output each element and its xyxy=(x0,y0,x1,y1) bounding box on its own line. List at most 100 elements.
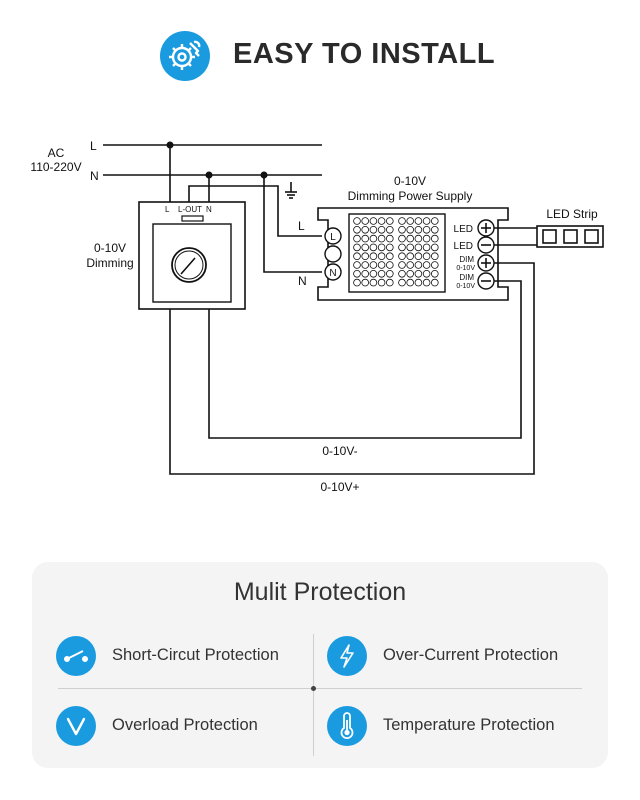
lightning-icon xyxy=(327,636,367,676)
psu-dim-minus-range: 0-10V xyxy=(456,283,475,290)
vent-hole xyxy=(353,278,361,287)
vent-hole xyxy=(361,226,370,234)
vent-hole xyxy=(369,234,378,243)
ac-label: AC xyxy=(48,146,65,160)
check-v-icon xyxy=(56,706,96,746)
vent-hole xyxy=(430,217,439,225)
vent-hole xyxy=(422,278,431,287)
vent-hole xyxy=(406,226,415,234)
vent-hole xyxy=(385,243,394,252)
vent-hole xyxy=(406,243,415,252)
vent-hole xyxy=(422,252,431,261)
protection-title: Mulit Protection xyxy=(233,578,407,606)
vent-hole xyxy=(369,243,378,252)
vent-hole xyxy=(406,252,415,261)
vent-hole xyxy=(406,261,415,269)
vent-hole xyxy=(414,217,423,225)
vent-hole xyxy=(369,269,378,278)
vent-hole xyxy=(406,278,415,287)
vent-hole xyxy=(422,243,431,252)
vent-hole xyxy=(422,234,431,243)
vent-hole xyxy=(430,252,439,261)
vent-hole xyxy=(430,243,439,252)
vent-hole xyxy=(398,234,406,243)
vent-hole xyxy=(353,217,361,225)
psu-dim-plus-range: 0-10V xyxy=(456,265,475,272)
vent-hole xyxy=(414,243,423,252)
dimmer-label-2: Dimming xyxy=(86,256,133,270)
switch-icon xyxy=(56,636,96,676)
vent-hole xyxy=(361,243,370,252)
vent-hole xyxy=(422,226,431,234)
divider xyxy=(313,634,314,756)
vent-hole xyxy=(361,278,370,287)
vent-hole xyxy=(353,252,361,261)
wire-plus-label: 0-10V+ xyxy=(320,480,359,494)
divider-dot xyxy=(311,686,316,691)
vent-hole xyxy=(353,269,361,278)
vent-hole xyxy=(385,252,394,261)
vent-hole xyxy=(398,278,406,287)
vent-hole xyxy=(422,269,431,278)
header: EASY TO INSTALL xyxy=(0,28,640,84)
vent-hole xyxy=(422,217,431,225)
vent-hole xyxy=(369,252,378,261)
vent-hole xyxy=(377,269,386,278)
vent-hole xyxy=(369,261,378,269)
vent-hole xyxy=(369,226,378,234)
vent-hole xyxy=(361,261,370,269)
vent-hole xyxy=(398,243,406,252)
vent-hole xyxy=(414,252,423,261)
dimmer-box xyxy=(138,201,246,310)
protection-panel: Mulit Protection Short-Circut Protection… xyxy=(32,562,608,768)
vent-hole xyxy=(398,217,406,225)
wiring-diagram: AC 110-220V L N 0-10V Dimming L L xyxy=(30,139,604,494)
vent-hole xyxy=(361,234,370,243)
page-title: EASY TO INSTALL xyxy=(233,38,496,70)
led-strip-label: LED Strip xyxy=(546,207,598,221)
thermometer-icon xyxy=(327,706,367,746)
wire-minus-label: 0-10V- xyxy=(322,444,357,458)
vent-hole xyxy=(353,234,361,243)
vent-hole xyxy=(398,261,406,269)
vent-hole xyxy=(414,261,423,269)
vent-hole xyxy=(430,278,439,287)
vent-hole xyxy=(385,269,394,278)
line-n-label: N xyxy=(90,169,99,183)
vent-hole xyxy=(422,261,431,269)
vent-hole xyxy=(430,261,439,269)
vent-hole xyxy=(377,234,386,243)
psu-led-plus: LED xyxy=(454,224,473,235)
vent-hole xyxy=(406,217,415,225)
vent-hole xyxy=(398,269,406,278)
vent-hole xyxy=(385,217,394,225)
feature-label: Overload Protection xyxy=(112,716,258,734)
vent-hole xyxy=(398,226,406,234)
dimmer-term-lout: L-OUT xyxy=(178,205,202,214)
vent-hole xyxy=(353,226,361,234)
vent-hole xyxy=(377,278,386,287)
divider xyxy=(58,688,582,689)
psu-led-minus: LED xyxy=(454,241,473,252)
vent-hole xyxy=(430,226,439,234)
feature-label: Short-Circut Protection xyxy=(112,646,279,664)
vent-hole xyxy=(361,269,370,278)
vent-hole xyxy=(385,261,394,269)
line-l-label: L xyxy=(90,139,97,153)
vent-hole xyxy=(353,261,361,269)
dimmer-term-l: L xyxy=(165,205,170,214)
vent-hole xyxy=(406,269,415,278)
vent-hole xyxy=(430,269,439,278)
vent-hole xyxy=(377,243,386,252)
dimmer-term-n: N xyxy=(206,205,212,214)
gear-wrench-icon xyxy=(160,31,210,81)
led-strip xyxy=(536,225,604,248)
voltage-label: 110-220V xyxy=(30,160,81,174)
vent-hole xyxy=(398,252,406,261)
vent-hole xyxy=(377,261,386,269)
psu-title: 0-10V xyxy=(394,174,426,188)
psu-title-2: Dimming Power Supply xyxy=(348,189,473,203)
vent-hole xyxy=(385,234,394,243)
psu-dim-minus: DIM xyxy=(459,273,474,282)
feature-label: Temperature Protection xyxy=(383,716,555,734)
